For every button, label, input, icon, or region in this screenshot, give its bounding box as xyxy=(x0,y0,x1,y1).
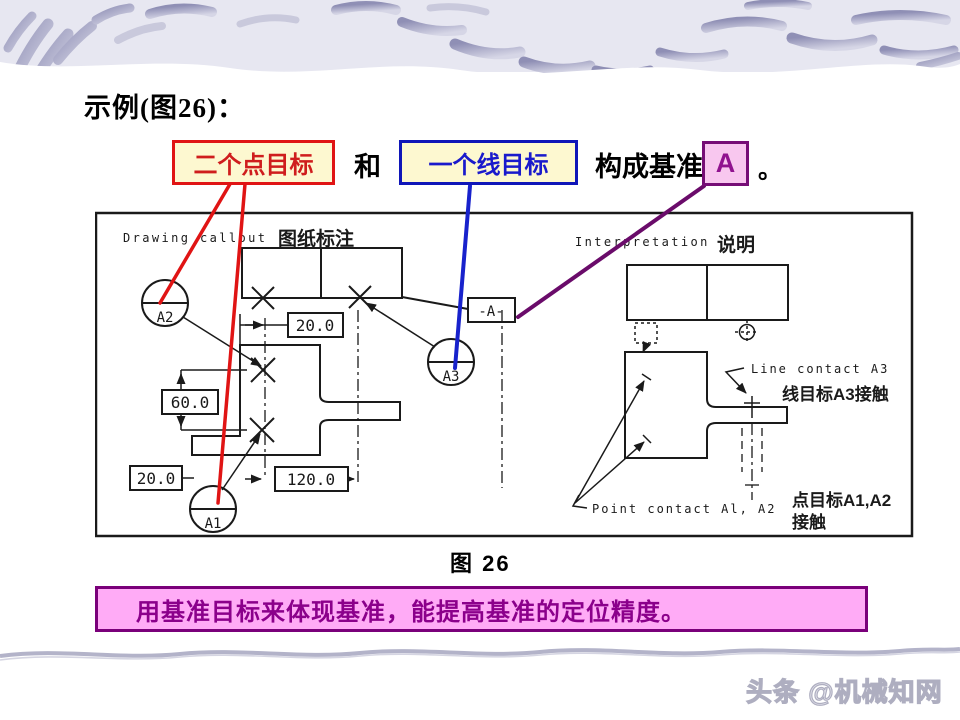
drawing-callout-section xyxy=(129,247,516,533)
wave-line-light xyxy=(0,651,960,661)
interpretation-section xyxy=(571,264,789,509)
dimension-20-bottom xyxy=(129,465,194,491)
page-title: 示例(图26)： xyxy=(84,93,245,123)
target-a1-label: A1 xyxy=(205,516,222,532)
wave-line xyxy=(0,647,960,658)
target-a2-label: A2 xyxy=(157,310,174,326)
dim-60-label: 60.0 xyxy=(171,393,210,412)
figure-caption: 图 26 xyxy=(450,551,511,576)
watermark-text: 头条 @机械知网 xyxy=(745,676,943,707)
part-outline-interpretation xyxy=(624,351,788,459)
callout-heading-zh: 图纸标注 xyxy=(278,227,354,250)
part-outline-callout xyxy=(191,344,401,456)
bottom-wave-divider xyxy=(0,647,960,661)
datum-flag-label: -A- xyxy=(478,304,503,320)
dimension-120 xyxy=(245,466,355,492)
dim-20-top-label: 20.0 xyxy=(296,316,335,335)
position-symbol xyxy=(735,320,759,344)
point-target-box: 二个点目标 xyxy=(172,140,335,185)
center-lines xyxy=(264,310,503,488)
point-contact-arrows xyxy=(571,373,652,509)
point-contact-zh-1: 点目标A1,A2 xyxy=(792,490,891,510)
compose-text: 构成基准 xyxy=(595,152,703,182)
period-text: 。 xyxy=(758,158,782,184)
a1-leader-arrow xyxy=(221,433,261,491)
dim-20-bottom-label: 20.0 xyxy=(137,469,176,488)
line-target-box: 一个线目标 xyxy=(399,140,578,185)
summary-banner-text: 用基准目标来体现基准，能提高基准的定位精度。 xyxy=(136,598,686,626)
movable-datum-symbol xyxy=(634,322,658,353)
datum-leader-line xyxy=(401,296,469,310)
target-x-mark xyxy=(251,286,275,310)
line-contact-zh: 线目标A3接触 xyxy=(782,384,889,404)
and-text: 和 xyxy=(354,152,381,182)
point-contact-zh-2: 接触 xyxy=(792,512,826,532)
top-decorative-band xyxy=(0,0,960,80)
datum-letter-box: A xyxy=(702,141,749,186)
brush-strokes-light xyxy=(114,3,490,44)
callout-heading-en: Drawing callout xyxy=(123,231,267,245)
summary-banner: 用基准目标来体现基准，能提高基准的定位精度。 xyxy=(95,586,868,632)
line-contact-leader xyxy=(724,367,747,394)
line-contact-en: Line contact A3 xyxy=(751,362,889,376)
a3-leader-arrow xyxy=(365,302,436,348)
band-wavy-edge xyxy=(0,62,960,80)
target-x-mark xyxy=(249,417,275,443)
figure-26-drawing: Drawing callout 图纸标注 -A- A2 A3 A1 20.0 6… xyxy=(95,211,914,538)
point-contact-en: Point contact Al, A2 xyxy=(592,502,777,516)
target-a3-label: A3 xyxy=(443,369,460,385)
interpretation-heading-zh: 说明 xyxy=(717,233,755,256)
contact-center-lines xyxy=(741,423,763,500)
figure-frame xyxy=(95,211,914,538)
dim-120-label: 120.0 xyxy=(287,470,335,489)
datum-target-a1 xyxy=(189,485,237,533)
line-contact-mark xyxy=(744,396,760,418)
target-x-mark xyxy=(250,357,276,383)
interpretation-heading-en: Interpretation xyxy=(575,235,710,249)
